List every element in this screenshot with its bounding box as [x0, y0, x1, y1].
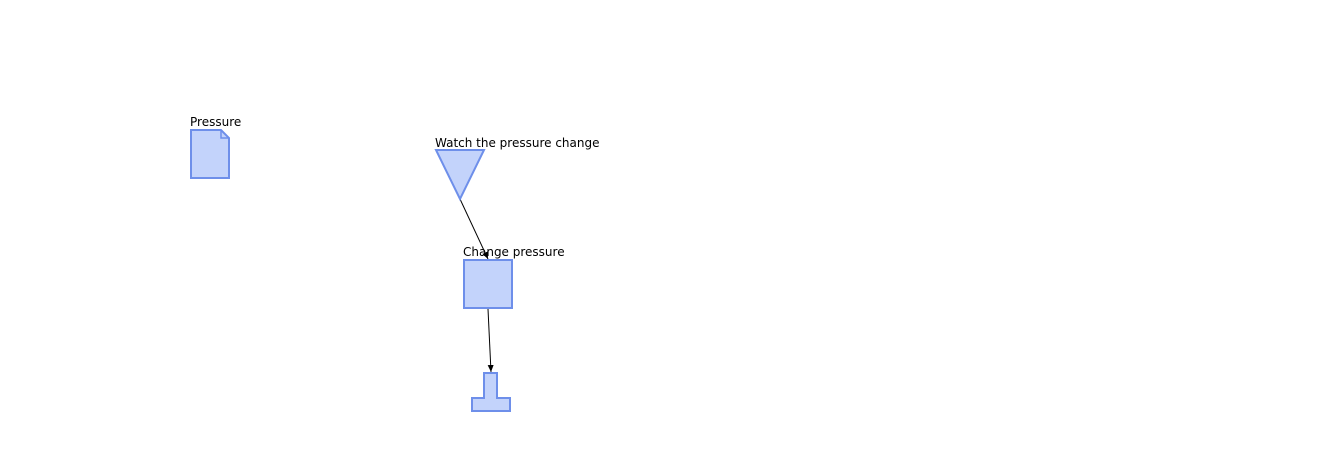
- change-pressure-label: Change pressure: [463, 245, 565, 259]
- square-icon[interactable]: [463, 259, 513, 309]
- watch-pressure-label: Watch the pressure change: [435, 136, 600, 150]
- t-shape-icon[interactable]: [471, 372, 511, 412]
- inverted-triangle-icon[interactable]: [434, 149, 486, 202]
- edge-change-to-end[interactable]: [487, 308, 494, 373]
- pressure-label: Pressure: [190, 115, 242, 129]
- document-icon[interactable]: [190, 129, 230, 179]
- edge-watch-to-change[interactable]: [459, 198, 489, 260]
- document-fold-icon: [220, 130, 229, 139]
